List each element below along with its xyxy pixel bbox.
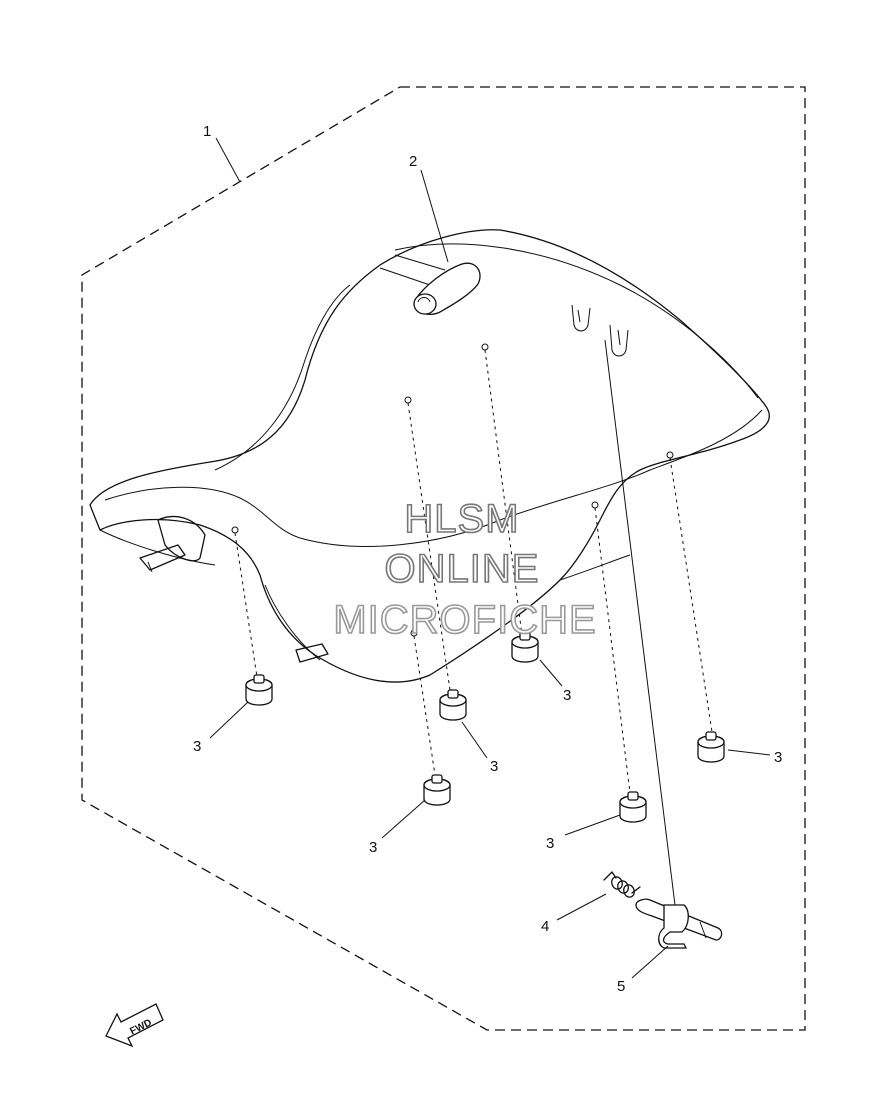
callout-2: 2 xyxy=(409,153,417,170)
callout-4: 4 xyxy=(541,918,549,935)
damper xyxy=(439,689,467,721)
fwd-arrow-icon: FWD xyxy=(105,1003,164,1048)
watermark: HLSM ONLINE MICROFICHE xyxy=(333,496,597,643)
seat-strap xyxy=(413,262,481,315)
damper xyxy=(423,774,451,806)
hook xyxy=(635,898,723,949)
callout-5: 5 xyxy=(617,978,625,995)
damper xyxy=(511,631,539,663)
callout-3: 3 xyxy=(369,839,377,856)
callout-3: 3 xyxy=(563,687,571,704)
spring xyxy=(603,871,641,898)
watermark-line-2: ONLINE xyxy=(385,547,540,591)
damper-group xyxy=(245,631,725,823)
callout-3: 3 xyxy=(490,758,498,775)
mounting-holes xyxy=(231,343,674,637)
alignment-lines xyxy=(234,339,713,906)
damper xyxy=(619,791,647,823)
leader-lines xyxy=(209,137,771,979)
callout-labels: 1 2 3 3 3 3 3 3 4 5 xyxy=(193,123,782,995)
callout-3: 3 xyxy=(774,749,782,766)
callout-3: 3 xyxy=(193,738,201,755)
callout-3: 3 xyxy=(546,835,554,852)
seat-body xyxy=(89,229,770,683)
watermark-line-3: MICROFICHE xyxy=(333,598,596,642)
callout-1: 1 xyxy=(203,123,211,140)
watermark-line-1: HLSM xyxy=(404,497,519,541)
damper xyxy=(245,674,273,706)
damper xyxy=(697,731,725,763)
assembly-boundary xyxy=(81,86,806,1031)
